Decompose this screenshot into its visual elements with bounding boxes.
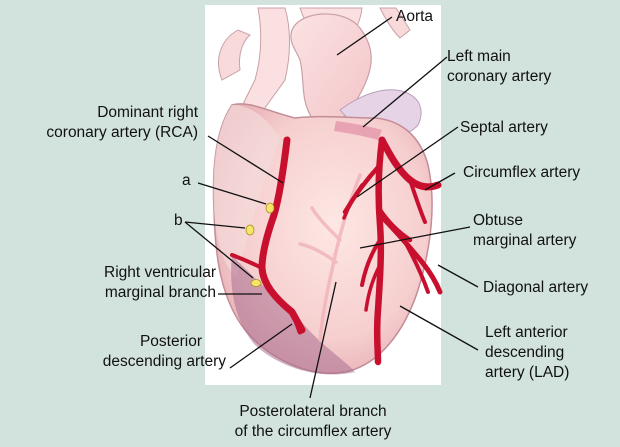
label-pda-line2: descending artery	[103, 353, 226, 371]
label-rv-marginal-line2: marginal branch	[105, 284, 216, 302]
plaque-b1	[246, 225, 254, 235]
plaque-b2	[251, 280, 261, 287]
label-posterolateral-line1: Posterolateral branch	[200, 403, 426, 421]
label-rca-line2: coronary artery (RCA)	[46, 124, 198, 142]
plaque-a	[266, 203, 274, 213]
label-obtuse-line1: Obtuse	[473, 212, 523, 230]
label-b: b	[174, 212, 183, 230]
label-lad-line1: Left anterior	[485, 324, 568, 342]
label-left-main-line1: Left main	[447, 48, 511, 66]
label-rv-marginal-line1: Right ventricular	[104, 264, 216, 282]
label-septal: Septal artery	[460, 119, 548, 137]
label-a: a	[182, 172, 191, 190]
label-circumflex: Circumflex artery	[463, 164, 580, 182]
label-lad-line3: artery (LAD)	[485, 364, 569, 382]
label-left-main-line2: coronary artery	[447, 68, 551, 86]
label-lad-line2: descending	[485, 344, 564, 362]
label-aorta: Aorta	[396, 8, 433, 26]
label-posterolateral-line2: of the circumflex artery	[200, 423, 426, 441]
label-obtuse-line2: marginal artery	[473, 232, 576, 250]
label-rca-line1: Dominant right	[97, 104, 198, 122]
label-diagonal: Diagonal artery	[483, 279, 588, 297]
label-pda-line1: Posterior	[140, 333, 202, 351]
